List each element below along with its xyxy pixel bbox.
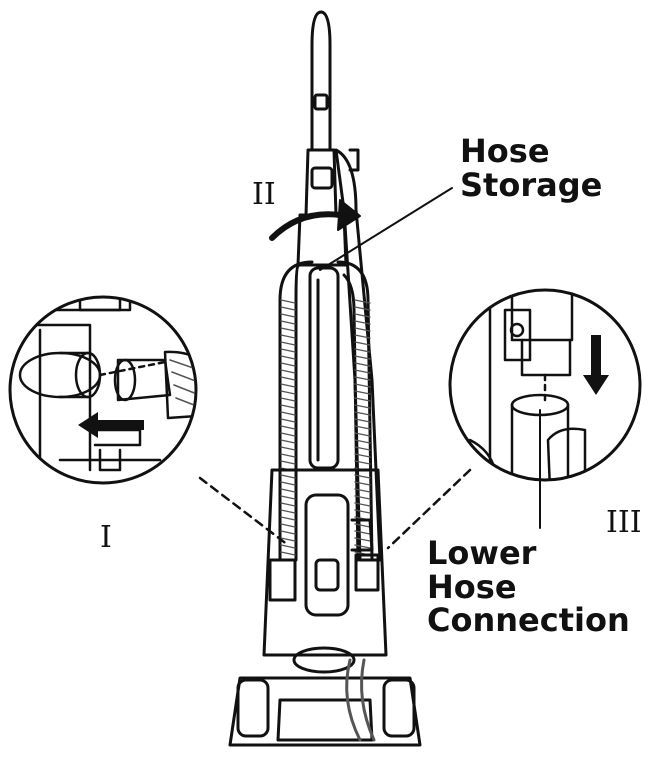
- vacuum-body: [262, 468, 388, 657]
- dashed-line-left: [198, 476, 290, 547]
- floor-head: [228, 646, 422, 747]
- hose-storage-line-2: Storage: [460, 165, 603, 204]
- lower-hose-connection-label: Lower Hose Connection: [427, 534, 630, 640]
- step-2-label: II: [252, 177, 276, 212]
- vacuum-wand: [296, 213, 348, 470]
- dashed-line-right: [386, 468, 472, 550]
- hose-storage-line-1: Hose: [460, 132, 550, 170]
- lower-hose-line-1: Lower: [427, 534, 537, 572]
- hose-storage-strip: [334, 148, 382, 562]
- down-arrow-icon: [583, 335, 609, 395]
- hose-storage-leader: [319, 187, 453, 271]
- detail-circle-right: [448, 288, 642, 482]
- hose: [278, 260, 374, 562]
- vacuum-handle: [304, 10, 338, 217]
- left-arrow-icon: [78, 412, 144, 438]
- step-3-label: III: [606, 505, 642, 540]
- step-1-label: I: [100, 520, 112, 555]
- lower-hose-line-3: Connection: [427, 601, 630, 640]
- rotate-arrow-icon: [269, 199, 361, 241]
- detail-circle-left: [8, 295, 198, 485]
- lower-hose-line-2: Hose: [427, 567, 517, 606]
- hose-storage-label: Hose Storage: [460, 132, 603, 204]
